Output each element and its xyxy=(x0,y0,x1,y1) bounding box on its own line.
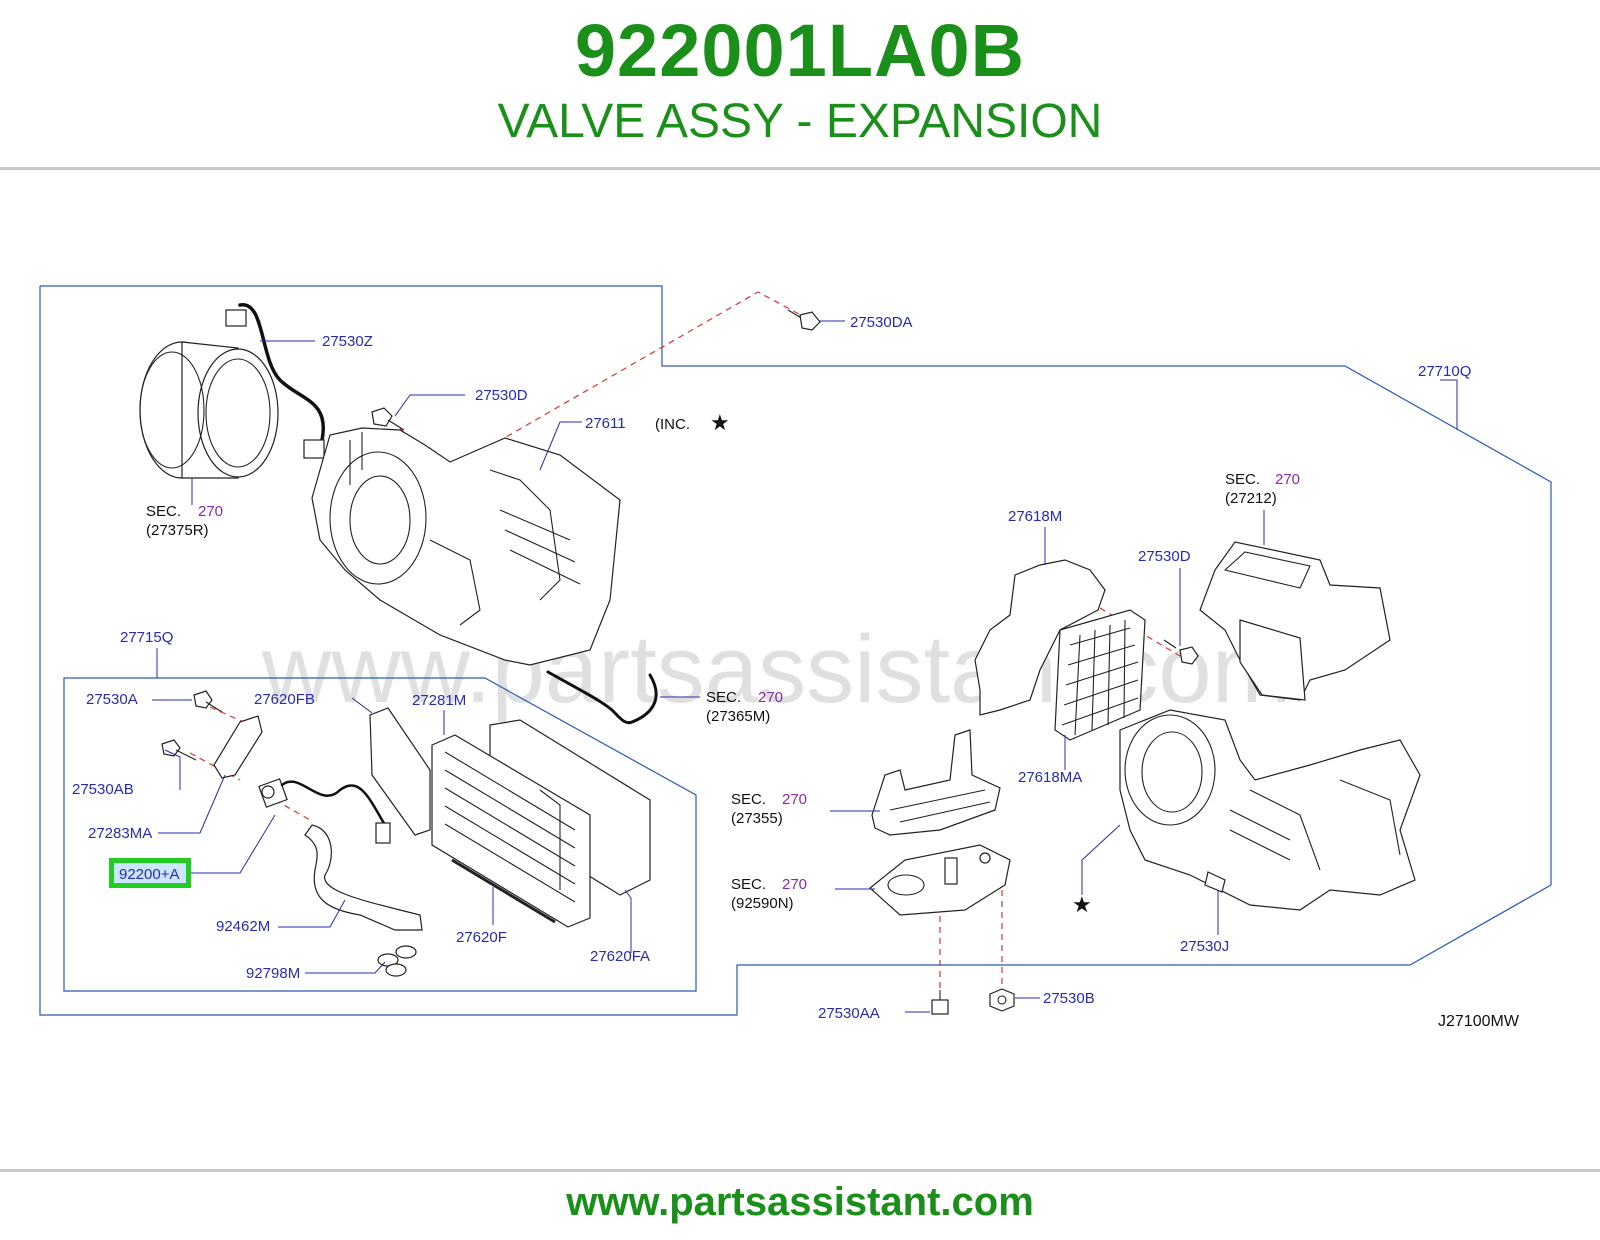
valve-connector xyxy=(375,822,391,844)
label-27530J[interactable]: 27530J xyxy=(1180,938,1229,955)
label-92462M[interactable]: 92462M xyxy=(216,918,270,935)
leader-27620FA xyxy=(624,889,632,953)
sec-270-prefix-1: SEC. xyxy=(146,503,181,520)
bolt-27530D-top xyxy=(371,407,405,431)
sec-270-num-1[interactable]: 270 xyxy=(198,503,223,520)
sec-270-num-3[interactable]: 270 xyxy=(758,689,783,706)
diagram-svg: www.partsassistant.com xyxy=(39,285,1552,1030)
footer-divider xyxy=(0,1169,1600,1172)
seal-strip-27620F xyxy=(451,858,556,924)
drain-hose xyxy=(546,670,658,725)
sec-270-prefix-4: SEC. xyxy=(731,791,766,808)
page-header: 922001LA0B VALVE ASSY - EXPANSION xyxy=(0,0,1600,168)
leader-27620FB xyxy=(351,697,373,714)
label-92200A-highlighted[interactable]: 92200+A xyxy=(119,866,179,883)
sec-ref-27365M: (27365M) xyxy=(706,708,770,725)
nut-27530B xyxy=(989,988,1015,1012)
label-27530D-right[interactable]: 27530D xyxy=(1138,548,1191,565)
label-27620FA[interactable]: 27620FA xyxy=(590,948,650,965)
sec-270-prefix-3: SEC. xyxy=(706,689,741,706)
inner-frame-27715Q xyxy=(63,677,697,992)
label-27283MA[interactable]: 27283MA xyxy=(88,825,152,842)
highlight-box-inner xyxy=(114,863,186,883)
blower-motor-part xyxy=(139,341,279,479)
evaporator-part xyxy=(431,719,651,928)
label-27611[interactable]: 27611 xyxy=(585,415,626,432)
footer-url[interactable]: www.partsassistant.com xyxy=(566,1180,1034,1224)
label-inc: (INC. xyxy=(655,416,690,433)
sec-ref-27212: (27212) xyxy=(1225,490,1277,507)
heater-housing-part xyxy=(1119,709,1421,911)
seal-27620FB xyxy=(369,707,431,836)
bolt-27530A xyxy=(193,690,223,713)
outer-frame xyxy=(39,285,1552,1016)
filter-cover-27618M xyxy=(974,559,1106,716)
o-rings-92798M xyxy=(377,945,417,977)
leader-92200A xyxy=(190,814,276,874)
sec-270-num-2[interactable]: 270 xyxy=(1275,471,1300,488)
leader-27530AB xyxy=(164,749,181,790)
wire-connector-top xyxy=(225,309,247,327)
star-icon: ★ xyxy=(710,410,730,435)
label-27710Q[interactable]: 27710Q xyxy=(1418,363,1471,380)
intake-duct-part xyxy=(1199,541,1391,701)
leader-27710Q xyxy=(1440,379,1458,430)
label-27618MA[interactable]: 27618MA xyxy=(1018,769,1082,786)
dashed-leader-27530A xyxy=(209,706,256,728)
leader-27530D-top xyxy=(394,394,465,417)
leader-92462M xyxy=(278,899,346,928)
label-27618M[interactable]: 27618M xyxy=(1008,508,1062,525)
sec-ref-27355: (27355) xyxy=(731,810,783,827)
label-27530A[interactable]: 27530A xyxy=(86,691,138,708)
label-27530AB[interactable]: 27530AB xyxy=(72,781,134,798)
bolt-27530AA xyxy=(931,990,949,1015)
label-27530B[interactable]: 27530B xyxy=(1043,990,1095,1007)
bolt-27530DA xyxy=(787,309,821,331)
label-27530Z[interactable]: 27530Z xyxy=(322,333,373,350)
sec-270-prefix-5: SEC. xyxy=(731,876,766,893)
label-27620FB[interactable]: 27620FB xyxy=(254,691,315,708)
drawing-code: J27100MW xyxy=(1438,1013,1520,1030)
label-27530DA[interactable]: 27530DA xyxy=(850,314,913,331)
star-icon: ★ xyxy=(1072,892,1092,917)
part-name-subtitle: VALVE ASSY - EXPANSION xyxy=(497,95,1103,148)
label-92798M[interactable]: 92798M xyxy=(246,965,300,982)
wire-connector-bottom xyxy=(303,439,325,459)
label-27530D-top[interactable]: 27530D xyxy=(475,387,528,404)
dashed-leader-27530DA xyxy=(439,291,811,476)
label-27620F[interactable]: 27620F xyxy=(456,929,507,946)
leader-star-heater xyxy=(1081,824,1121,895)
bracket-27355 xyxy=(871,729,1001,836)
label-27530AA[interactable]: 27530AA xyxy=(818,1005,880,1022)
sec-ref-27375R: (27375R) xyxy=(146,522,209,539)
sec-270-num-5[interactable]: 270 xyxy=(782,876,807,893)
sec-270-num-4[interactable]: 270 xyxy=(782,791,807,808)
valve-wire xyxy=(280,780,387,827)
parts-diagram: www.partsassistant.com xyxy=(0,270,1600,1070)
bolt-27530D-right xyxy=(1163,639,1199,665)
label-27281M[interactable]: 27281M xyxy=(412,692,466,709)
dashed-leader-92200A xyxy=(274,799,311,821)
sec-270-prefix-2: SEC. xyxy=(1225,471,1260,488)
motor-wire-harness xyxy=(238,303,326,442)
cabin-filter-27618MA xyxy=(1054,609,1146,741)
expansion-valve-part xyxy=(258,778,288,808)
part-number-title: 922001LA0B xyxy=(574,9,1026,92)
label-27715Q[interactable]: 27715Q xyxy=(120,629,173,646)
pipe-92462M xyxy=(304,824,423,931)
leader-27283MA xyxy=(158,774,226,834)
blower-housing-part xyxy=(311,427,621,666)
sec-ref-92590N: (92590N) xyxy=(731,895,794,912)
bracket-27283MA xyxy=(213,715,263,779)
header-divider xyxy=(0,167,1600,170)
leader-92798M xyxy=(305,961,386,974)
leader-27611 xyxy=(539,421,582,471)
bolt-27530AB xyxy=(161,739,197,761)
clip-27530J xyxy=(1204,871,1226,893)
plate-92590N xyxy=(869,844,1011,916)
